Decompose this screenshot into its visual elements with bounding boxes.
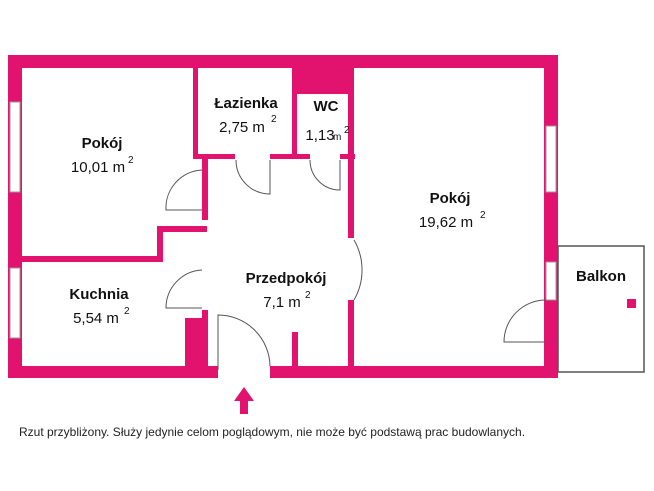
door-balkon [503, 299, 547, 343]
wall-kitchen-stub [185, 318, 208, 368]
room-area-sup-przedpokoj: 2 [305, 290, 311, 301]
wall-bathroom-bottom [193, 154, 235, 159]
wall-bathroom-bottom-b [270, 154, 310, 159]
wall-wc-bottom [340, 154, 355, 159]
wall-hall-stub [292, 332, 298, 368]
wall-pillar-top [296, 68, 354, 94]
disclaimer-text: Rzut przybliżony. Służy jedynie celom po… [19, 425, 526, 439]
door-swings [165, 159, 547, 370]
room-name-pokoj-large: Pokój [430, 190, 471, 207]
wall-hall-right [348, 68, 354, 238]
window-left-upper [9, 101, 21, 193]
room-area-wc: 1,13 [305, 127, 334, 144]
door-entrance [217, 314, 271, 370]
door-lazienka [235, 159, 271, 195]
wall-bathroom-left [193, 68, 198, 158]
wall-hall-left [202, 158, 208, 220]
wall-hall-right-lower [348, 300, 354, 370]
room-area-sup-kuchnia: 2 [124, 306, 130, 317]
room-name-pokoj-small: Pokój [82, 135, 123, 152]
room-area-lazienka: 2,75 m [219, 119, 265, 136]
door-wc [309, 159, 341, 191]
balcony-outline [557, 245, 645, 373]
room-area-przedpokoj: 7,1 m [263, 294, 301, 311]
outer-wall-bottom-left [8, 366, 218, 378]
wall-room-left-jog2 [157, 226, 207, 232]
balcony-marker [627, 299, 636, 308]
door-kuchnia [165, 269, 203, 309]
room-area-pokoj-large: 19,62 m [419, 214, 473, 231]
room-name-lazienka: Łazienka [214, 95, 278, 112]
room-area-kuchnia: 5,54 m [73, 310, 119, 327]
room-area-pokoj-small: 10,01 m [71, 159, 125, 176]
room-area-sup-pokoj-large: 2 [480, 210, 486, 221]
door-pokoj-small [165, 169, 203, 211]
room-area-sup-pokoj-small: 2 [128, 155, 134, 166]
windows [9, 101, 557, 339]
window-right-upper [545, 125, 557, 193]
room-name-kuchnia: Kuchnia [69, 286, 129, 303]
wall-balcony-left-top [544, 240, 558, 260]
room-name-balkon: Balkon [576, 268, 626, 285]
outer-wall-bottom-right [270, 366, 558, 378]
up-arrow-icon [234, 387, 254, 414]
room-name-wc: WC [314, 98, 339, 115]
window-right-lower [545, 261, 557, 301]
door-pokoj-large [353, 239, 363, 301]
wall-bath-wc [292, 68, 297, 158]
wall-balcony-left-bottom [544, 300, 558, 378]
room-area-unit-wc: m [333, 132, 341, 143]
room-area-sup-wc: 2 [344, 125, 350, 136]
wall-room-left-bottom [22, 256, 162, 262]
outer-wall-top [8, 55, 558, 68]
wall-room-left-jog [157, 226, 163, 262]
window-left-lower [9, 267, 21, 339]
room-area-sup-lazienka: 2 [271, 114, 277, 125]
room-name-przedpokoj: Przedpokój [246, 270, 327, 287]
